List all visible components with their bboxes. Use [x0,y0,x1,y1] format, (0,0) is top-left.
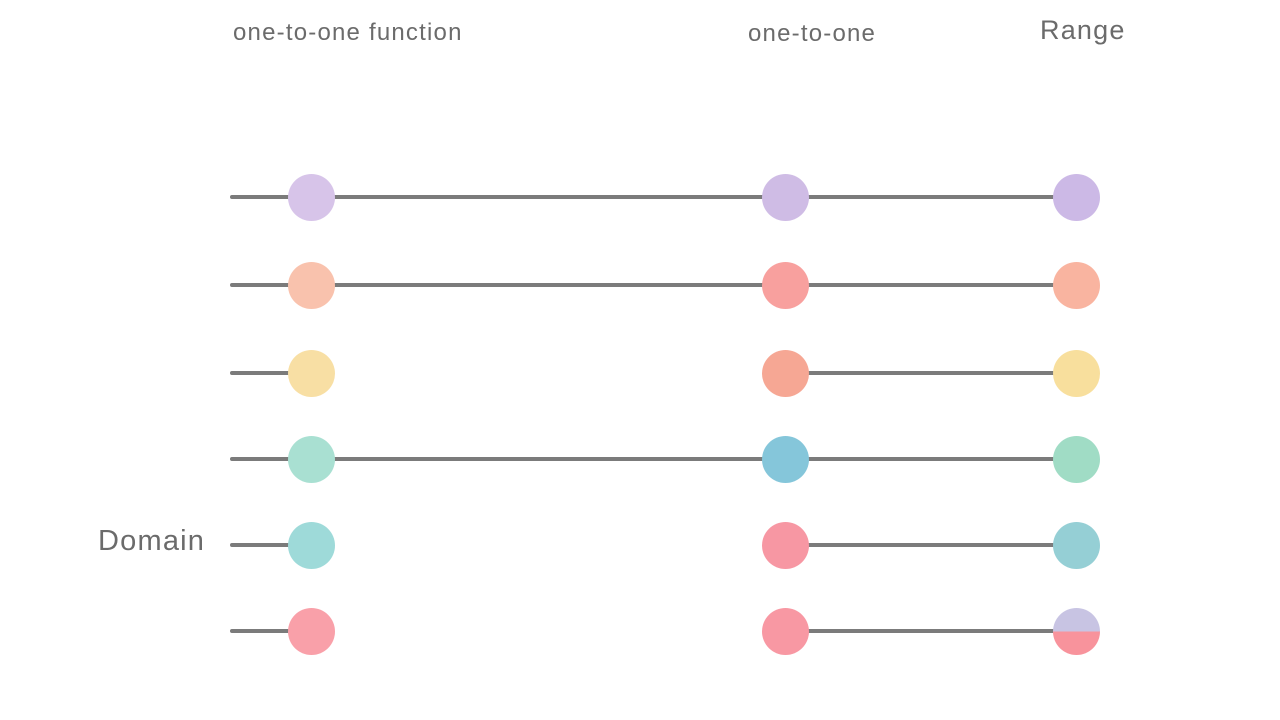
mapping-dot [761,435,809,483]
domain-dot [287,521,335,569]
domain-label: Domain [98,525,206,557]
range-dot [1052,349,1100,397]
range-dot [1052,261,1100,309]
connector-line [230,371,295,375]
domain-dot [287,173,335,221]
mapping-dot [761,521,809,569]
mapping-dot [761,349,809,397]
connector-line [230,543,295,547]
mapping-dot [761,173,809,221]
range-dot [1052,173,1100,221]
connector-line [785,543,1076,547]
domain-dot [287,607,335,655]
range-dot [1052,521,1100,569]
range-label: Range [1040,15,1126,45]
middle-column-header: one-to-one [748,20,877,47]
connector-line [785,371,1076,375]
connector-line [785,629,1076,633]
range-dot [1052,607,1100,655]
domain-dot [287,435,335,483]
range-dot [1052,435,1100,483]
mapping-dot [761,607,809,655]
connector-line [230,629,295,633]
connector-line [230,457,1076,461]
domain-dot [287,261,335,309]
connector-line [230,283,1076,287]
connector-line [230,195,1076,199]
mapping-dot [761,261,809,309]
left-column-header: one-to-one function [233,19,463,46]
domain-dot [287,349,335,397]
